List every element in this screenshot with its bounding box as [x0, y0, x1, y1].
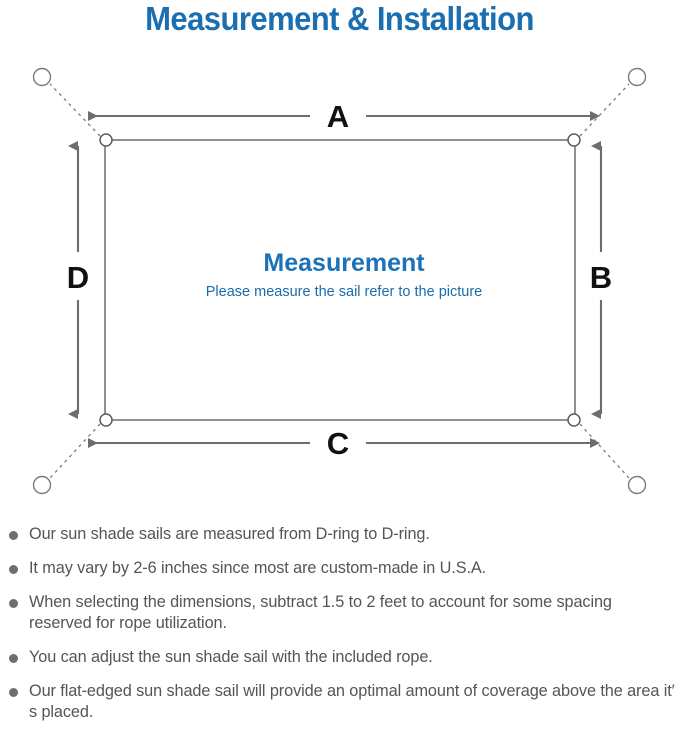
dimension-label-c: C: [327, 426, 349, 461]
d-ring-bottom-right: [567, 413, 581, 427]
anchor-points: [32, 67, 647, 495]
notes-list: Our sun shade sails are measured from D-…: [0, 524, 679, 736]
d-rings: [99, 133, 581, 427]
diagram-center-subheading: Please measure the sail refer to the pic…: [206, 284, 482, 300]
dimension-label-a: A: [327, 99, 349, 134]
dimension-label-d: D: [67, 260, 89, 295]
rope-line-top-right: [579, 83, 630, 137]
shade-sail-rect: [104, 139, 576, 421]
rope-line-bottom-left: [49, 423, 101, 479]
list-item: Our sun shade sails are measured from D-…: [0, 524, 679, 545]
anchor-point-top-left: [32, 67, 52, 87]
dimension-label-b: B: [590, 260, 612, 295]
bullet-icon: [9, 599, 18, 608]
list-item: It may vary by 2-6 inches since most are…: [0, 558, 679, 579]
note-text: Our flat-edged sun shade sail will provi…: [29, 682, 675, 721]
anchor-point-bottom-left: [32, 475, 52, 495]
list-item: When selecting the dimensions, subtract …: [0, 592, 679, 634]
note-text: You can adjust the sun shade sail with t…: [29, 648, 433, 666]
anchor-point-bottom-right: [627, 475, 647, 495]
list-item: Our flat-edged sun shade sail will provi…: [0, 681, 679, 723]
note-text: Our sun shade sails are measured from D-…: [29, 525, 430, 543]
rope-line-top-left: [49, 83, 101, 137]
d-ring-bottom-left: [99, 413, 113, 427]
sail-measurement-diagram: A C D B Measurement Please measure the s…: [0, 40, 679, 520]
bullet-icon: [9, 654, 18, 663]
bullet-icon: [9, 688, 18, 697]
d-ring-top-right: [567, 133, 581, 147]
note-text: When selecting the dimensions, subtract …: [29, 593, 612, 632]
bullet-icon: [9, 531, 18, 540]
d-ring-top-left: [99, 133, 113, 147]
diagram-center-heading: Measurement: [263, 249, 425, 277]
rope-lines: [49, 83, 630, 479]
list-item: You can adjust the sun shade sail with t…: [0, 647, 679, 668]
note-text: It may vary by 2-6 inches since most are…: [29, 559, 487, 577]
bullet-icon: [9, 565, 18, 574]
anchor-point-top-right: [627, 67, 647, 87]
rope-line-bottom-right: [579, 423, 630, 479]
page-title: Measurement & Installation: [145, 0, 534, 37]
